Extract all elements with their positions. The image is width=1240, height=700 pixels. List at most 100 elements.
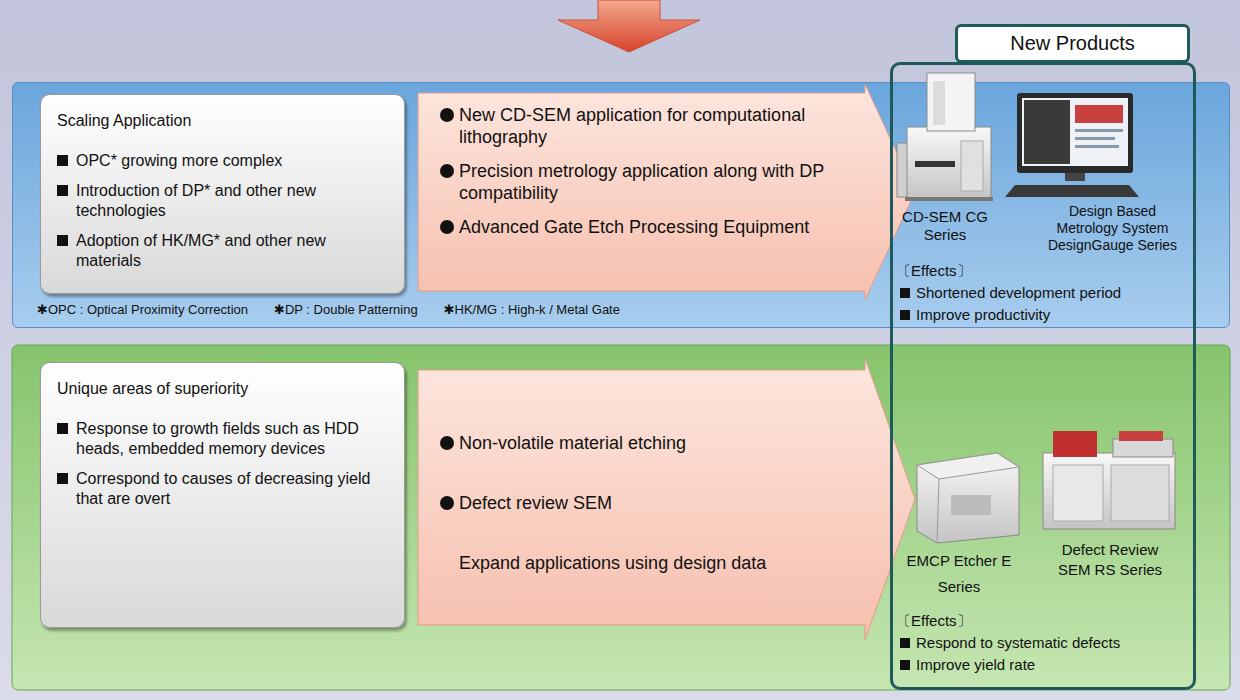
machine-foot xyxy=(905,197,993,201)
review-body xyxy=(1043,453,1175,529)
round-bullet xyxy=(440,496,454,510)
footnote: ✱HK/MG : High-k / Metal Gate xyxy=(444,302,620,317)
text-row: Introduction of DP* and other new techno… xyxy=(57,181,390,221)
text-row: Advanced Gate Etch Processing Equipment xyxy=(440,216,830,238)
effects-item: Improve productivity xyxy=(900,306,1190,324)
text-row: ✱DP : Double Patterning xyxy=(274,302,418,317)
review-upper xyxy=(1113,439,1173,457)
keyboard xyxy=(1005,185,1139,197)
bullet-text: Correspond to causes of decreasing yield… xyxy=(76,469,390,509)
text-row: ✱HK/MG : High-k / Metal Gate xyxy=(444,302,620,317)
topic-box: Unique areas of superiorityResponse to g… xyxy=(40,362,405,628)
square-bullet xyxy=(900,638,910,648)
wafer-cassette xyxy=(1053,431,1097,457)
square-bullet xyxy=(57,185,68,196)
screen-image xyxy=(1024,100,1070,164)
text-row: Unique areas of superiority xyxy=(57,379,390,399)
square-bullet xyxy=(57,473,68,484)
text-row: Response to growth fields such as HDD he… xyxy=(57,419,390,459)
bullet-text: Defect review SEM xyxy=(459,492,612,514)
text-holder: Scaling ApplicationOPC* growing more com… xyxy=(57,111,390,271)
effects-item: Respond to systematic defects xyxy=(900,634,1190,652)
footnote: ✱OPC : Optical Proximity Correction xyxy=(37,302,248,317)
monitor-frame xyxy=(1017,93,1133,173)
square-bullet xyxy=(900,288,910,298)
frame-title: New Products xyxy=(1010,32,1135,55)
etcher-edge xyxy=(937,479,939,543)
text-holder: New CD-SEM application for computational… xyxy=(440,104,830,238)
monitor-illustration xyxy=(1005,93,1139,197)
screen-chart xyxy=(1075,105,1123,123)
effects-item-text: Respond to systematic defects xyxy=(916,634,1120,652)
wafer-cassette xyxy=(1119,431,1163,441)
bullet-text: OPC* growing more complex xyxy=(76,151,282,171)
effects-item-text: Improve productivity xyxy=(916,306,1050,324)
green-band xyxy=(12,345,1230,690)
text-row: New CD-SEM application for computational… xyxy=(440,104,830,148)
etcher-window xyxy=(951,495,991,515)
column-panel xyxy=(933,81,945,125)
square-bullet xyxy=(900,310,910,320)
effects-heading: 〔Effects〕 xyxy=(896,262,972,280)
arrow-body xyxy=(418,84,915,300)
round-bullet xyxy=(440,108,454,122)
text-holder: Unique areas of superiorityResponse to g… xyxy=(57,379,390,509)
effects-item: Shortened development period xyxy=(900,284,1190,302)
square-bullet xyxy=(57,235,68,246)
review-panel xyxy=(1111,465,1169,521)
text-row: ✱OPC : Optical Proximity Correction xyxy=(37,302,248,317)
text-row: Non-volatile material etching xyxy=(440,432,830,454)
monitor-screen xyxy=(1022,98,1128,166)
door-panel xyxy=(961,141,983,191)
review-panel xyxy=(1053,465,1103,521)
text-holder: ✱OPC : Optical Proximity Correction ✱DP :… xyxy=(37,302,620,317)
square-bullet xyxy=(900,660,910,670)
text-row: Scaling Application xyxy=(57,111,390,131)
down-arrow xyxy=(558,0,700,52)
round-bullet xyxy=(440,164,454,178)
screen-line xyxy=(1075,145,1119,148)
effects-heading-text: 〔Effects〕 xyxy=(896,612,972,630)
topic-box: Scaling ApplicationOPC* growing more com… xyxy=(40,94,405,294)
effects-item-text: Improve yield rate xyxy=(916,656,1035,674)
bullet-text: New CD-SEM application for computational… xyxy=(459,104,830,148)
column-housing xyxy=(927,73,975,131)
text-row: Correspond to causes of decreasing yield… xyxy=(57,469,390,509)
product-caption-text: EMCP Etcher E Series xyxy=(899,548,1019,599)
bullet-text: Advanced Gate Etch Processing Equipment xyxy=(459,216,809,238)
product-caption: CD-SEM CG Series xyxy=(895,208,995,244)
bullet-text: Introduction of DP* and other new techno… xyxy=(76,181,390,221)
arrow-shape: New CD-SEM application for computational… xyxy=(418,84,915,300)
etcher-illustration xyxy=(917,453,1019,543)
square-bullet xyxy=(57,155,68,166)
screen-line xyxy=(1075,129,1123,132)
product-caption: Design Based Metrology System DesignGaug… xyxy=(1045,203,1180,253)
text-row: Expand applications using design data xyxy=(440,552,830,574)
box-heading: Unique areas of superiority xyxy=(57,379,390,399)
bullet-text: Expand applications using design data xyxy=(459,552,830,574)
etcher-body xyxy=(917,453,1019,543)
text-row: Adoption of HK/MG* and other new materia… xyxy=(57,231,390,271)
effects-heading-text: 〔Effects〕 xyxy=(896,262,972,280)
text-row: Defect review SEM xyxy=(440,492,830,514)
product-caption-text: CD-SEM CG Series xyxy=(895,208,995,244)
cd-sem-illustration xyxy=(897,73,993,201)
bullet-text: Precision metrology application along wi… xyxy=(459,160,830,204)
text-row: New Products xyxy=(1010,32,1135,55)
machine-base xyxy=(907,127,991,199)
bullet-text: Non-volatile material etching xyxy=(459,432,686,454)
product-caption-text: Design Based Metrology System DesignGaug… xyxy=(1045,203,1180,253)
square-bullet xyxy=(57,423,68,434)
title-tab: New Products xyxy=(955,24,1190,63)
effects-item: Improve yield rate xyxy=(900,656,1190,674)
product-caption: EMCP Etcher E Series xyxy=(899,548,1019,599)
review-sem-illustration xyxy=(1043,431,1175,529)
etcher-top xyxy=(917,453,1019,479)
screen-line xyxy=(1075,137,1115,140)
arrow-shape: Non-volatile material etchingDefect revi… xyxy=(418,358,915,640)
wafer-slot xyxy=(915,161,955,167)
effects-item-text: Shortened development period xyxy=(916,284,1121,302)
text-row: OPC* growing more complex xyxy=(57,151,390,171)
